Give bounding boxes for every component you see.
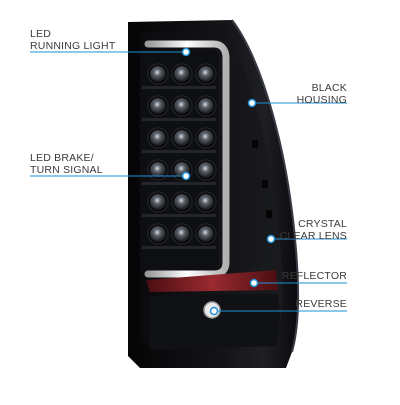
led-bulb xyxy=(174,130,190,146)
label-line: LED xyxy=(30,28,52,40)
label-reverse: REVERSE xyxy=(295,298,347,310)
led-row-divider xyxy=(142,214,216,217)
led-bulb xyxy=(150,226,166,242)
label-line: CLEAR LENS xyxy=(279,230,347,242)
led-grid xyxy=(142,63,217,249)
led-bulb xyxy=(150,162,166,178)
led-bulb xyxy=(150,194,166,210)
lens-highlight xyxy=(231,19,300,353)
led-row-divider xyxy=(142,118,216,121)
led-row-divider xyxy=(142,150,216,153)
callout-reflector-dot xyxy=(249,278,259,288)
label-black-housing: BLACK HOUSING xyxy=(297,82,347,106)
label-line: CRYSTAL xyxy=(298,218,347,230)
led-bulb xyxy=(174,98,190,114)
led-row-divider xyxy=(142,86,216,89)
led-bulb xyxy=(150,98,166,114)
label-line: TURN SIGNAL xyxy=(30,164,103,176)
led-bulb xyxy=(198,66,214,82)
led-bulb xyxy=(198,130,214,146)
label-crystal-clear-lens: CRYSTAL CLEAR LENS xyxy=(280,218,347,242)
callout-brake-turn-dot xyxy=(181,171,191,181)
led-bulb xyxy=(174,194,190,210)
label-led-running-light: LED RUNNING LIGHT xyxy=(30,28,115,52)
label-line: HOUSING xyxy=(296,94,347,106)
callout-black-housing-dot xyxy=(247,98,257,108)
label-line: REFLECTOR xyxy=(281,270,347,282)
led-bulb xyxy=(198,162,214,178)
led-bulb xyxy=(150,130,166,146)
reflector-strip xyxy=(146,270,278,292)
label-line: BLACK xyxy=(311,82,347,94)
led-row-divider xyxy=(142,246,216,249)
label-line: RUNNING LIGHT xyxy=(30,40,116,52)
led-bulb xyxy=(174,226,190,242)
callout-reverse-dot xyxy=(209,306,219,316)
label-led-brake-turn: LED BRAKE/ TURN SIGNAL xyxy=(30,152,103,176)
reverse-section xyxy=(150,294,280,350)
housing-clips xyxy=(252,140,272,218)
label-reflector: REFLECTOR xyxy=(282,270,347,282)
led-bulb xyxy=(150,66,166,82)
running-light-bar xyxy=(144,40,230,278)
label-line: LED BRAKE/ xyxy=(30,152,94,164)
label-line: REVERSE xyxy=(295,298,347,310)
led-bulb xyxy=(198,226,214,242)
callout-lines xyxy=(30,47,347,316)
led-bulb xyxy=(198,194,214,210)
led-bulb xyxy=(174,66,190,82)
led-row-divider xyxy=(142,182,216,185)
callout-running-light-dot xyxy=(181,47,191,57)
callout-crystal-lens-dot xyxy=(266,234,276,244)
led-bulb xyxy=(198,98,214,114)
